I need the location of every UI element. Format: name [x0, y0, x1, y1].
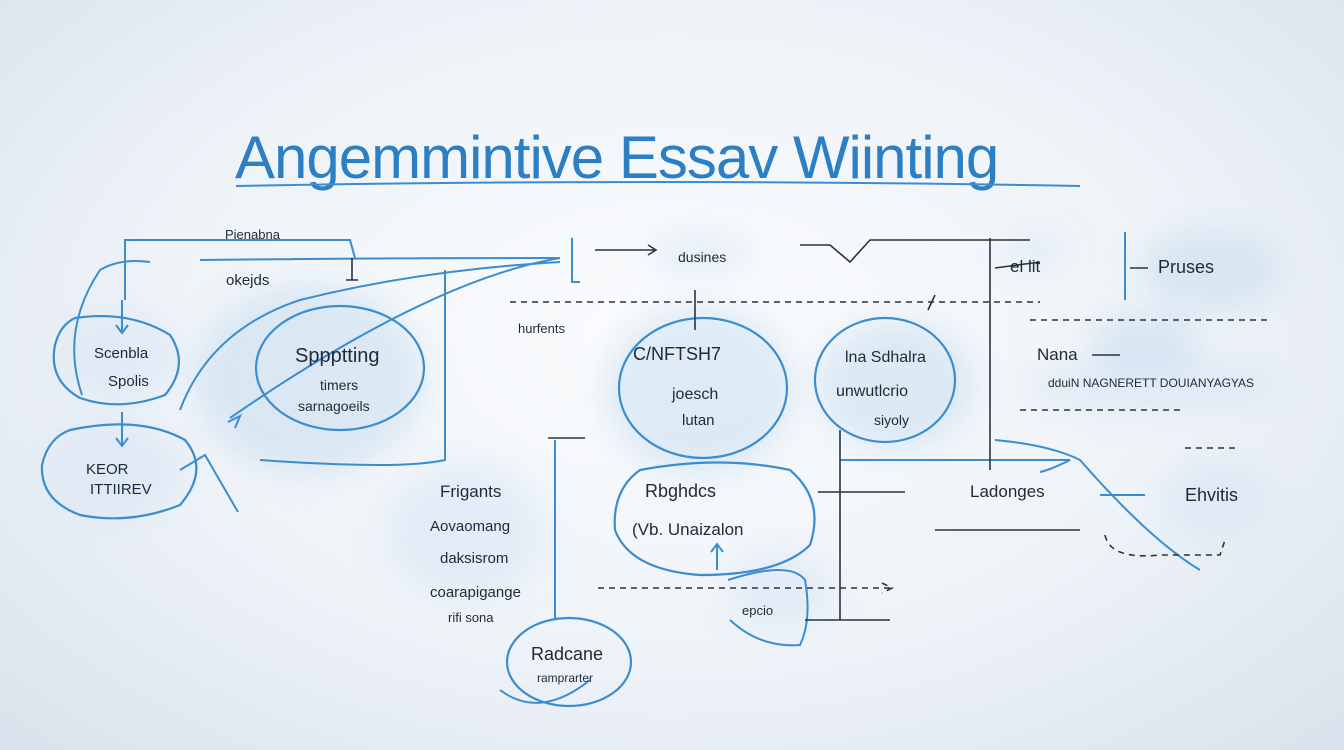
label-daksisrom: daksisrom [440, 550, 508, 567]
link-top-bracket-right [571, 238, 580, 283]
node-left-upper [52, 314, 180, 406]
label-sarnagoeils: sarnagoeils [298, 398, 370, 414]
link-right-wave [994, 439, 1201, 571]
link-top-bracket [124, 239, 356, 300]
label-timers: timers [320, 377, 358, 393]
label-pruses: Pruses [1158, 257, 1214, 277]
label-siyoly: siyoly [874, 412, 909, 428]
label-sppptting: Sppptting [295, 345, 380, 367]
label-hurfents: hurfents [518, 321, 565, 336]
label-okejds: okejds [226, 272, 269, 289]
label-long-row: dduiN NAGNERETT DOUIANYAGYAS [1048, 376, 1254, 390]
line-left-small-tick [346, 258, 358, 281]
link-down-arrow-1 [115, 300, 129, 335]
label-keor: KEOR [86, 461, 129, 478]
label-rifi-sona: rifi sona [448, 610, 494, 625]
label-lutan: lutan [682, 412, 715, 429]
link-left-arc [73, 260, 151, 396]
line-top-right [800, 239, 1030, 264]
label-cardesh: C/NFTSH7 [633, 344, 721, 364]
line-top-arrow [595, 244, 658, 256]
label-coarapigange: coarapigange [430, 584, 521, 601]
node-rbghdcs [613, 461, 816, 577]
epcio-bracket [727, 569, 809, 647]
link-sppptting-arrow [227, 413, 242, 429]
link-main-flow [199, 257, 561, 419]
node-sppptting [254, 304, 426, 432]
link-bottom-curve [499, 679, 591, 704]
link-right-long [840, 459, 1071, 473]
label-elit: el lit [1010, 257, 1041, 276]
label-ehvitis: Ehvitis [1185, 485, 1238, 505]
diagram-title: Angemmintive Essav Wiinting [235, 124, 998, 191]
label-ladonges: Ladonges [970, 482, 1045, 501]
dash-bottom-arrow [598, 582, 894, 594]
label-sdhalra: lna Sdhalra [845, 349, 926, 366]
label-joesch: joesch [671, 386, 718, 403]
link-down-arrow-2 [115, 412, 129, 448]
label-epcio: epcio [742, 603, 773, 618]
line-sdhalra-arrow [927, 294, 936, 311]
label-rbghdcs: Rbghdcs [645, 481, 716, 501]
link-left-wave [179, 261, 561, 411]
link-rbghdcs-up [710, 542, 724, 570]
node-keor [40, 423, 198, 520]
node-radcane [505, 616, 633, 708]
title-underline [235, 181, 1081, 187]
label-radcane: Radcane [531, 644, 603, 664]
label-aovaomang: Aovaomang [430, 518, 510, 535]
label-left-node: Scenbla [94, 345, 149, 362]
label-keor-sub: ITTIIREV [90, 481, 152, 498]
label-urwutlcrio: unwutlcrio [836, 383, 908, 400]
label-top-small: Pienabna [225, 227, 281, 242]
line-elit-arrow [994, 261, 1041, 269]
label-dusines: dusines [678, 249, 726, 265]
label-radcane-sub: ramprarter [537, 671, 593, 685]
label-frigants: Frigants [440, 482, 501, 501]
node-cardesh [617, 316, 789, 460]
label-nana: Nana [1037, 345, 1078, 364]
label-left-node-sub: Spolis [108, 373, 149, 390]
link-vertical-center [259, 270, 446, 466]
label-unaizalon: (Vb. Unaizalon [632, 520, 744, 539]
keor-tail [179, 453, 239, 513]
node-sdhalra [813, 316, 957, 444]
